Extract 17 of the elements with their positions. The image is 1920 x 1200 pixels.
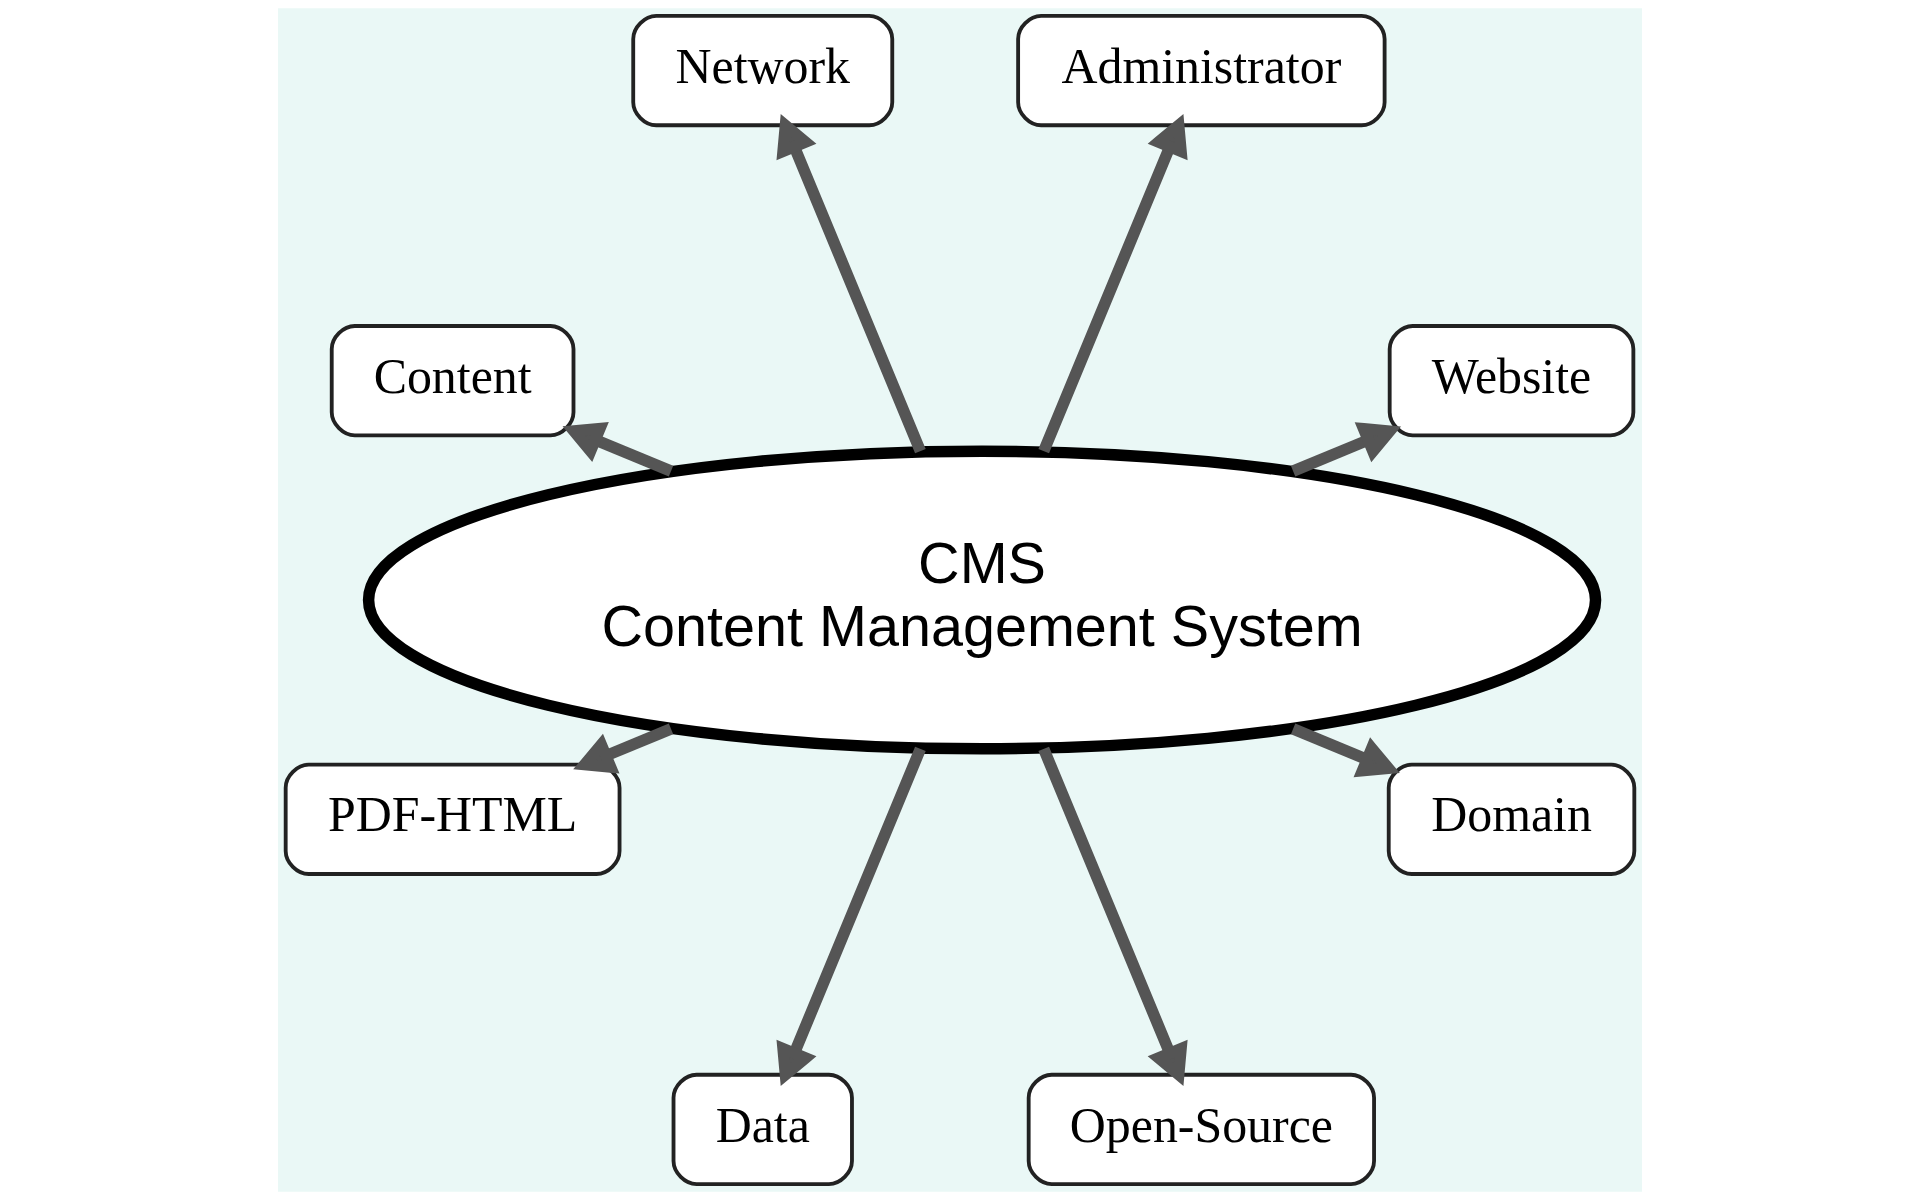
arrow: [1038, 746, 1188, 1087]
arrow: [562, 422, 674, 477]
node-box: Website: [1387, 324, 1636, 438]
arrow: [1290, 422, 1401, 477]
arrow: [573, 723, 674, 774]
node-ellipse: CMS Content Management System: [362, 445, 1602, 755]
node-box: Administrator: [1016, 13, 1387, 128]
node-box: PDF-HTML: [283, 762, 622, 876]
node-box: Network: [631, 13, 895, 128]
node-box: Data: [671, 1072, 854, 1187]
node-box: Domain: [1386, 762, 1637, 876]
node-box: Content: [329, 324, 576, 438]
arrow: [1290, 723, 1400, 778]
arrow: [1038, 113, 1188, 454]
arrow: [776, 746, 926, 1087]
node-box: Open-Source: [1026, 1072, 1376, 1187]
arrow: [776, 113, 926, 454]
